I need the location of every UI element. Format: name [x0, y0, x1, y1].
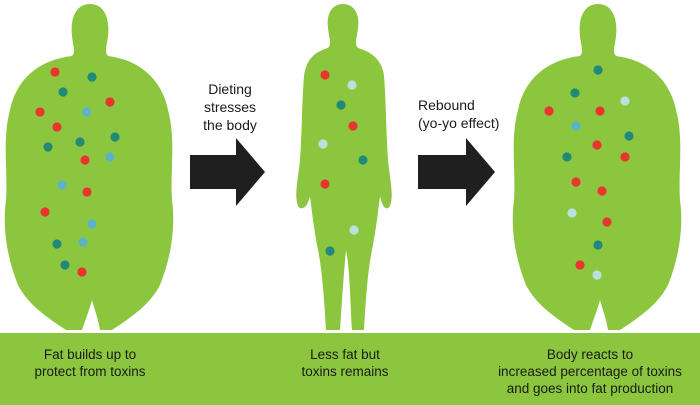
toxin-dot [349, 225, 359, 235]
caption-middle: Less fat but toxins remains [275, 346, 415, 380]
toxin-dot [52, 122, 62, 132]
label-line: the body [203, 117, 257, 133]
toxin-dot [544, 106, 554, 116]
overweight-body-figure-right [512, 4, 682, 330]
toxin-dot [358, 155, 368, 165]
toxin-dot [75, 137, 85, 147]
toxin-dot [620, 96, 630, 106]
toxin-dot [336, 100, 346, 110]
toxin-dot [58, 87, 68, 97]
toxin-dot [78, 237, 88, 247]
toxin-dot [602, 217, 612, 227]
toxin-dot [35, 107, 45, 117]
toxin-dot [320, 70, 330, 80]
toxin-dot [562, 152, 572, 162]
caption-band [0, 333, 700, 405]
toxin-dot [593, 65, 603, 75]
toxin-dot [60, 260, 70, 270]
toxin-dot [571, 177, 581, 187]
toxin-dot [105, 97, 115, 107]
caption-line: Fat builds up to [43, 347, 137, 362]
toxin-dot [567, 208, 577, 218]
label-line: stresses [203, 99, 257, 115]
toxin-dot [57, 180, 67, 190]
arrow-label-dieting: Dieting stresses the body [190, 80, 270, 134]
arrow-right-icon [190, 138, 265, 206]
toxin-dot [110, 132, 120, 142]
toxin-dot [82, 187, 92, 197]
label-line: Rebound [418, 97, 475, 113]
toxin-dot [597, 186, 607, 196]
caption-line: protect from toxins [34, 364, 146, 379]
toxin-dot [624, 131, 634, 141]
toxin-dots-middle [318, 70, 368, 256]
toxin-dot [105, 152, 115, 162]
label-line: Dieting [208, 81, 252, 97]
caption-left: Fat builds up to protect from toxins [20, 346, 160, 380]
toxin-dot [80, 155, 90, 165]
toxin-dot [320, 179, 330, 189]
toxin-dot [87, 219, 97, 229]
toxin-dot [50, 67, 60, 77]
overweight-body-figure-left [4, 4, 174, 330]
caption-line: toxins remains [301, 364, 389, 379]
toxin-dot [592, 270, 602, 280]
toxin-dot [595, 106, 605, 116]
toxin-dot [571, 121, 581, 131]
toxin-dot [43, 142, 53, 152]
toxin-dots-left [35, 67, 120, 277]
arrow-label-rebound: Rebound (yo-yo effect) [418, 96, 528, 132]
caption-right: Body reacts to increased percentage of t… [485, 346, 695, 397]
caption-line: Body reacts to [546, 347, 634, 362]
toxin-dot [620, 152, 630, 162]
label-line: (yo-yo effect) [418, 115, 500, 131]
toxin-dot [592, 140, 602, 150]
toxin-dot [570, 88, 580, 98]
toxin-dot [40, 207, 50, 217]
toxin-dot [77, 267, 87, 277]
toxin-dot [87, 72, 97, 82]
caption-line: and goes into fat production [506, 381, 674, 396]
toxin-dot [593, 240, 603, 250]
toxin-dot [575, 260, 585, 270]
toxin-dot [348, 121, 358, 131]
arrow-right-icon [418, 138, 495, 206]
caption-line: increased percentage of toxins [498, 364, 682, 379]
toxin-dot [347, 80, 357, 90]
slim-body-figure-middle [296, 4, 392, 330]
toxin-dot [318, 139, 328, 149]
toxin-dot [325, 246, 335, 256]
caption-line: Less fat but [310, 347, 380, 362]
toxin-dot [52, 239, 62, 249]
toxin-dot [82, 107, 92, 117]
toxin-dots-right [544, 65, 634, 280]
